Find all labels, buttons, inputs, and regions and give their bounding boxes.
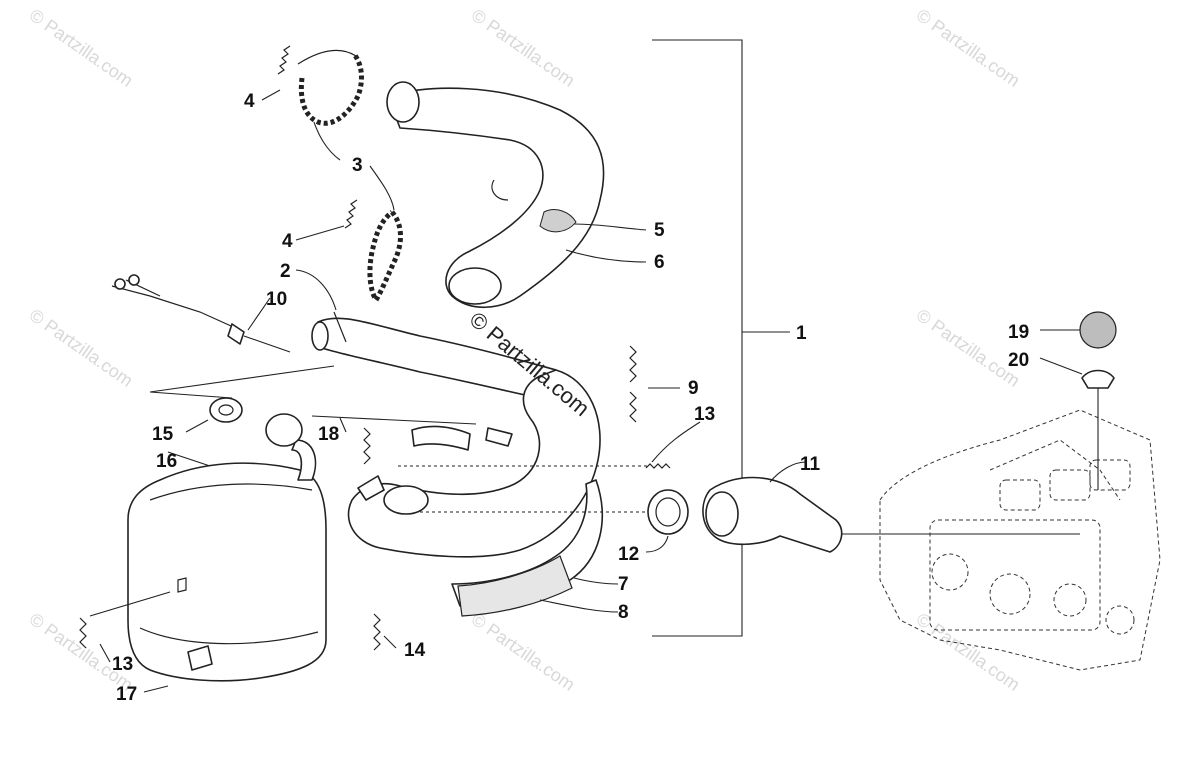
callout-20: 20 (1008, 350, 1029, 371)
gaskets-15 (149, 365, 335, 447)
callout-1: 1 (796, 323, 807, 344)
cap-and-clip (1079, 311, 1117, 490)
callout-8: 8 (618, 602, 629, 623)
leader-lines (89, 89, 1083, 693)
assembly-bracket (652, 39, 790, 637)
watermark-top-left: © Partzilla.com (26, 5, 137, 91)
callout-2: 2 (280, 261, 291, 282)
callout-7: 7 (618, 574, 629, 595)
front-exhaust-pipe (347, 369, 603, 617)
callout-5: 5 (654, 220, 665, 241)
callout-11: 11 (800, 454, 821, 475)
watermark-mid-right: © Partzilla.com (913, 305, 1024, 391)
callout-13-right: 13 (694, 404, 715, 425)
callout-9: 9 (688, 378, 699, 399)
callout-18: 18 (318, 424, 339, 445)
watermark-bottom-right: © Partzilla.com (913, 609, 1024, 695)
callout-4-upper: 4 (244, 91, 255, 112)
callout-16: 16 (156, 451, 177, 472)
spring-chain-upper (277, 45, 364, 126)
callout-19: 19 (1008, 322, 1029, 343)
callouts: 1 2 3 4 4 5 6 7 8 9 10 11 12 13 13 14 15… (112, 91, 1029, 705)
callout-13-left: 13 (112, 654, 133, 675)
callout-17: 17 (116, 684, 137, 705)
spring-chain-lower (344, 199, 403, 305)
watermark-bottom-mid: © Partzilla.com (468, 609, 579, 695)
callout-12: 12 (618, 544, 639, 565)
watermark-mid-left: © Partzilla.com (26, 305, 137, 391)
springs (79, 345, 671, 651)
muffler (127, 439, 327, 682)
callout-6: 6 (654, 252, 665, 273)
callout-14: 14 (404, 640, 426, 661)
flange-and-gasket (647, 476, 843, 553)
upper-exhaust-pipe (386, 81, 605, 308)
callout-3: 3 (352, 155, 363, 176)
callout-15: 15 (152, 424, 174, 445)
engine-block (879, 409, 1161, 671)
watermark-top-right: © Partzilla.com (913, 5, 1024, 91)
watermark-top-mid: © Partzilla.com (468, 5, 579, 91)
callout-4-lower: 4 (282, 231, 293, 252)
callout-10: 10 (266, 289, 287, 310)
watermark-bottom-left: © Partzilla.com (26, 609, 137, 695)
